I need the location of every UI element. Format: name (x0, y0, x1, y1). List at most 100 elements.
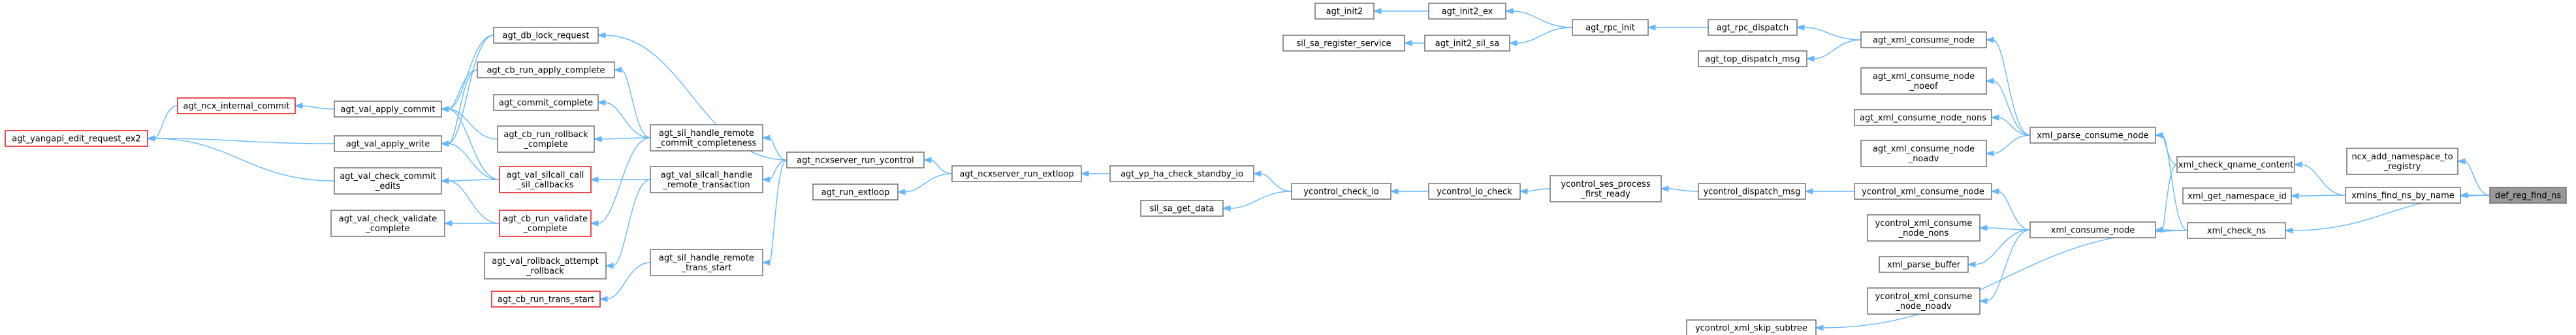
node-agt-rpc-init[interactable]: agt_rpc_init (1572, 19, 1649, 36)
node-label: ycontrol_xml_consume (1875, 219, 1973, 229)
node-agt-val-rollback-attempt-rollback[interactable]: agt_val_rollback_attempt_rollback (484, 252, 607, 279)
arrowhead (1979, 298, 1988, 304)
arrowhead (1504, 8, 1514, 14)
node-agt-xml-consume-node-noeof[interactable]: agt_xml_consume_node_noeof (1860, 67, 1987, 95)
node-label: agt_sil_handle_remote (659, 129, 754, 138)
node-label: ycontrol_check_io (1303, 187, 1378, 197)
edge-agt-rpc-init-to-agt-rpc-dispatch (1647, 24, 1708, 31)
node-xmlns-find-ns-by-name[interactable]: xmlns_find_ns_by_name (2345, 187, 2461, 204)
node-agt-db-lock-request[interactable]: agt_db_lock_request (493, 27, 599, 44)
node-ncx-add-namespace-to-registry[interactable]: ncx_add_namespace_to_registry (2346, 148, 2458, 175)
node-ycontrol-check-io[interactable]: ycontrol_check_io (1291, 183, 1391, 200)
edge-agt-xml-consume-node-to-xml-parse-consume-node (1985, 37, 2031, 136)
arrowhead (2459, 192, 2468, 199)
node-sil-sa-get-data[interactable]: sil_sa_get_data (1140, 200, 1224, 217)
node-agt-val-check-validate-complete[interactable]: agt_val_check_validate_complete (330, 210, 445, 237)
node-label: def_reg_find_ns (2495, 191, 2562, 201)
arrowhead (1660, 185, 1669, 192)
arrowhead (1222, 205, 1231, 212)
node-label: ycontrol_xml_skip_subtree (1695, 324, 1807, 334)
edge-ycontrol-xml-consume-node-to-xml-consume-node (1990, 188, 2031, 231)
node-agt-val-silcall-handle-remote-transaction[interactable]: agt_val_silcall_handle_remote_transactio… (650, 166, 763, 193)
edge-line (2161, 164, 2178, 231)
node-box (650, 166, 763, 193)
node-agt-cb-run-trans-start[interactable]: agt_cb_run_trans_start (491, 291, 601, 308)
edge-line (447, 69, 478, 144)
node-label: sil_sa_register_service (1297, 39, 1391, 49)
node-label: agt_rpc_init (1585, 24, 1635, 33)
node-box (951, 165, 1082, 182)
node-label: agt_top_dispatch_msg (1705, 55, 1800, 65)
node-agt-yangapi-edit-request-ex2[interactable]: agt_yangapi_edit_request_ex2 (5, 130, 148, 147)
arrowhead (440, 140, 449, 147)
node-ycontrol-xml-skip-subtree[interactable]: ycontrol_xml_skip_subtree (1686, 319, 1817, 335)
edge-line (447, 35, 494, 110)
arrowhead (1252, 170, 1262, 177)
node-agt-ncxserver-run-extloop[interactable]: agt_ncxserver_run_extloop (951, 165, 1082, 182)
node-agt-rpc-dispatch[interactable]: agt_rpc_dispatch (1708, 19, 1798, 36)
node-agt-cb-run-validate-complete[interactable]: agt_cb_run_validate_complete (499, 210, 592, 237)
edge-xml-parse-consume-node-to-xml-check-ns (2154, 132, 2188, 231)
node-box (2176, 156, 2295, 173)
node-agt-val-apply-commit[interactable]: agt_val_apply_commit (334, 101, 442, 118)
node-sil-sa-register-service[interactable]: sil_sa_register_service (1282, 35, 1405, 52)
node-xml-consume-node[interactable]: xml_consume_node (2029, 221, 2156, 238)
arrowhead (605, 263, 614, 269)
node-agt-top-dispatch-msg[interactable]: agt_top_dispatch_msg (1698, 50, 1807, 67)
edge-line (1986, 227, 2031, 231)
edge-agt-val-apply-write-to-agt-db-lock-request (440, 35, 494, 147)
node-agt-sil-handle-remote-commit-completeness[interactable]: agt_sil_handle_remote_commit_completenes… (650, 124, 763, 152)
node-agt-val-apply-write[interactable]: agt_val_apply_write (334, 135, 442, 152)
node-label: _node_noadv (1895, 302, 1952, 311)
node-box (1428, 3, 1506, 20)
node-label: _commit_completeness (656, 138, 757, 148)
node-box (1698, 50, 1807, 67)
node-xml-check-ns[interactable]: xml_check_ns (2187, 222, 2286, 239)
node-label: xml_consume_node (2051, 226, 2135, 236)
node-agt-val-silcall-sil-callbacks[interactable]: agt_val_silcall_call_sil_callbacks (499, 166, 592, 193)
node-box (5, 130, 148, 147)
node-ycontrol-ses-process-first-ready[interactable]: ycontrol_ses_process_first_ready (1550, 175, 1662, 202)
node-agt-xml-consume-node-noadv[interactable]: agt_xml_consume_node_noadv (1860, 140, 1987, 167)
arrowhead (1990, 188, 1999, 195)
node-xml-get-namespace-id[interactable]: xml_get_namespace_id (2182, 187, 2292, 204)
node-label: xml_get_namespace_id (2187, 192, 2287, 202)
arrowhead (1967, 261, 1976, 268)
node-xml-parse-consume-node[interactable]: xml_parse_consume_node (2029, 127, 2156, 144)
node-agt-xml-consume-node[interactable]: agt_xml_consume_node (1860, 31, 1987, 48)
node-box (1572, 19, 1649, 36)
edge-ycontrol-check-io-to-ycontrol-io-check (1390, 188, 1429, 195)
node-def-reg-find-ns[interactable]: def_reg_find_ns (2489, 187, 2567, 204)
node-ycontrol-dispatch-msg[interactable]: ycontrol_dispatch_msg (1698, 183, 1806, 200)
edge-line (153, 138, 335, 182)
node-agt-cb-run-rollback-complete[interactable]: agt_cb_run_rollback_complete (497, 125, 595, 153)
node-agt-val-check-commit-edits[interactable]: agt_val_check_commit_edits (334, 167, 442, 195)
node-box (177, 97, 296, 114)
node-ycontrol-xml-consume-node[interactable]: ycontrol_xml_consume_node (1854, 183, 1992, 200)
node-agt-init2-sil-sa[interactable]: agt_init2_sil_sa (1424, 35, 1510, 52)
edge-agt-ncxserver-run-ycontrol-to-agt-ncxserver-run-extloop (923, 157, 953, 174)
node-agt-init2-ex[interactable]: agt_init2_ex (1428, 3, 1506, 20)
node-label: agt_init2_sil_sa (1435, 39, 1499, 49)
node-agt-ncxserver-run-ycontrol[interactable]: agt_ncxserver_run_ycontrol (786, 152, 925, 168)
node-agt-commit-complete[interactable]: agt_commit_complete (493, 94, 599, 111)
node-xml-check-qname-content[interactable]: xml_check_qname_content (2176, 156, 2295, 173)
arrowhead (1508, 40, 1518, 46)
node-label: _trans_start (681, 263, 732, 273)
node-ycontrol-io-check[interactable]: ycontrol_io_check (1428, 183, 1521, 200)
node-agt-ncx-internal-commit[interactable]: agt_ncx_internal_commit (177, 97, 296, 114)
node-agt-yp-ha-check-standby-io[interactable]: agt_yp_ha_check_standby_io (1109, 165, 1254, 182)
node-label: agt_ncx_internal_commit (183, 102, 290, 112)
node-ycontrol-xml-consume-node-noadv[interactable]: ycontrol_xml_consume_node_noadv (1867, 287, 1980, 315)
node-xml-parse-buffer[interactable]: xml_parse_buffer (1879, 256, 1969, 273)
edge-line (1667, 188, 1699, 192)
edge-ycontrol-io-check-to-ycontrol-ses-process-first-ready (1519, 188, 1551, 195)
node-agt-cb-run-apply-complete[interactable]: agt_cb_run_apply_complete (477, 61, 615, 78)
arrowhead (1985, 78, 1994, 84)
node-agt-sil-handle-remote-trans-start[interactable]: agt_sil_handle_remote_trans_start (650, 249, 763, 276)
node-agt-run-extloop[interactable]: agt_run_extloop (812, 183, 898, 200)
node-agt-init2[interactable]: agt_init2 (1314, 3, 1375, 20)
node-ycontrol-xml-consume-node-nons[interactable]: ycontrol_xml_consume_node_nons (1867, 214, 1980, 242)
node-box (2029, 221, 2156, 238)
node-agt-xml-consume-node-nons[interactable]: agt_xml_consume_node_nons (1854, 109, 1992, 126)
